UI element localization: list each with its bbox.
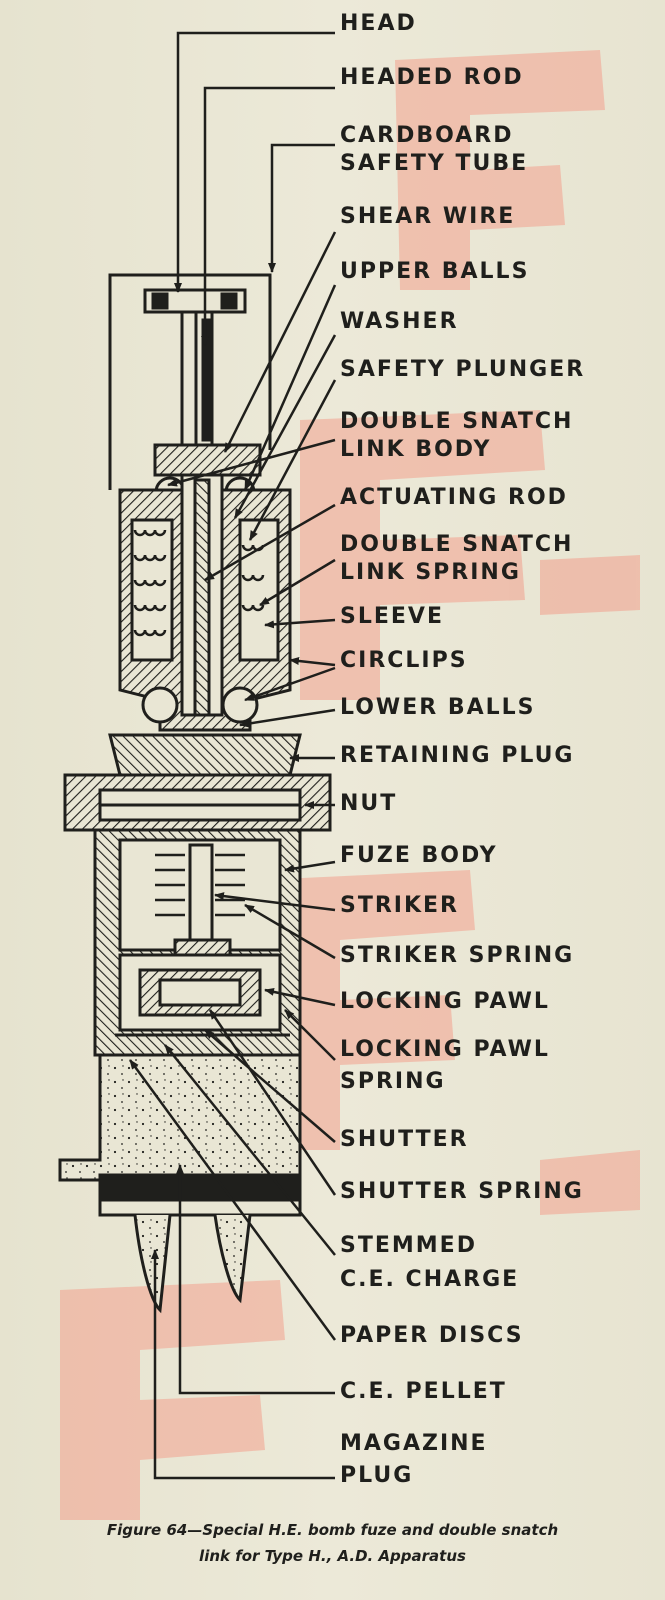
label-locking-pawl-spring-line2: SPRING [340, 1069, 446, 1094]
label-double-snatch-link-body-line2: LINK BODY [340, 437, 492, 462]
label-double-snatch-link-spring-line1: DOUBLE SNATCH [340, 532, 574, 557]
label-retaining-plug: RETAINING PLUG [340, 743, 575, 768]
label-sleeve: SLEEVE [340, 604, 444, 629]
label-fuze-body: FUZE BODY [340, 843, 498, 868]
label-shear-wire: SHEAR WIRE [340, 204, 516, 229]
label-stemmed-ce-charge-line1: STEMMED [340, 1233, 477, 1258]
fuze-assembly [58, 273, 332, 1314]
label-stemmed-ce-charge-line2: C.E. CHARGE [340, 1267, 520, 1292]
figure-caption-line2: link for Type H., A.D. Apparatus [199, 1547, 466, 1565]
label-circlips: CIRCLIPS [340, 648, 468, 673]
label-shutter-spring: SHUTTER SPRING [340, 1179, 584, 1204]
label-cardboard-safety-tube-line2: SAFETY TUBE [340, 151, 529, 176]
label-headed-rod: HEADED ROD [340, 65, 524, 90]
label-magazine-plug-line1: MAGAZINE [340, 1431, 488, 1456]
label-lower-balls: LOWER BALLS [340, 695, 536, 720]
label-locking-pawl-spring-line1: LOCKING PAWL [340, 1037, 550, 1062]
label-paper-discs: PAPER DISCS [340, 1323, 524, 1348]
label-shutter: SHUTTER [340, 1127, 469, 1152]
label-locking-pawl: LOCKING PAWL [340, 989, 550, 1014]
label-cardboard-safety-tube-line1: CARDBOARD [340, 123, 514, 148]
leader-lines [128, 31, 337, 1480]
label-washer: WASHER [340, 309, 459, 334]
label-striker: STRIKER [340, 893, 459, 918]
label-double-snatch-link-body-line1: DOUBLE SNATCH [340, 409, 574, 434]
label-upper-balls: UPPER BALLS [340, 259, 530, 284]
label-ce-pellet: C.E. PELLET [340, 1379, 507, 1404]
label-nut: NUT [340, 791, 398, 816]
label-double-snatch-link-spring-line2: LINK SPRING [340, 560, 521, 585]
label-safety-plunger: SAFETY PLUNGER [340, 357, 586, 382]
label-actuating-rod: ACTUATING ROD [340, 485, 568, 510]
label-head: HEAD [340, 11, 417, 36]
watermark [60, 50, 640, 1520]
label-magazine-plug-line2: PLUG [340, 1463, 414, 1488]
label-striker-spring: STRIKER SPRING [340, 943, 575, 968]
figure-caption-line1: Figure 64—Special H.E. bomb fuze and dou… [106, 1521, 559, 1539]
